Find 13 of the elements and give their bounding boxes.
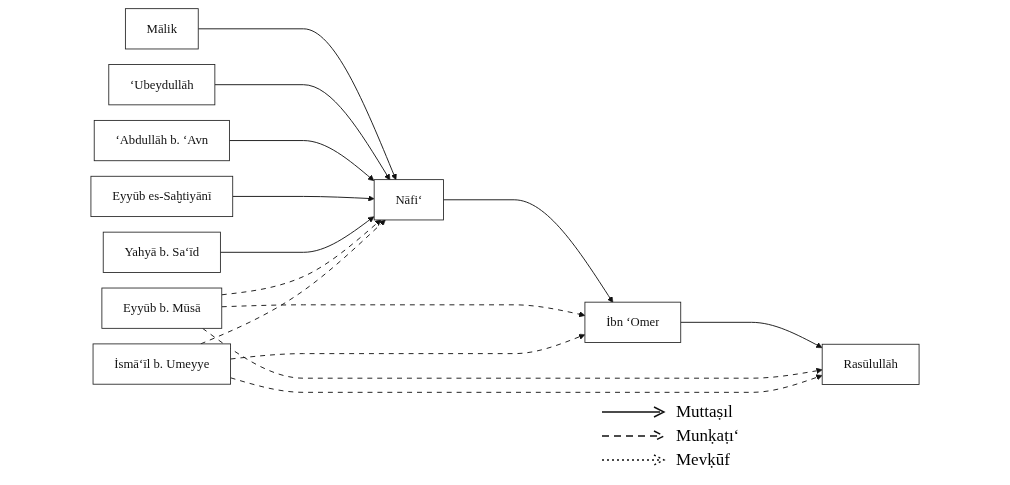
legend-label: Mevḳūf	[676, 450, 730, 470]
node-box: Mālik	[124, 7, 199, 49]
node-box: ‘Abdullāh b. ‘Avn	[93, 119, 230, 161]
node-box: Rasūlullāh	[821, 343, 920, 385]
node-box: ‘Ubeydullāh	[108, 63, 216, 105]
node-box: İbn ‘Omer	[584, 301, 682, 343]
node-box: Eyyūb es-Saḫtiyānī	[90, 175, 234, 217]
node-box: Eyyūb b. Mūsā	[101, 287, 223, 329]
node-box: Yahyā b. Sa‘īd	[102, 231, 221, 273]
legend-label: Muttaṣıl	[676, 402, 733, 422]
legend-label: Munḳaṭı‘	[676, 426, 740, 446]
node-box: Nāfi‘	[373, 178, 444, 220]
node-box: İsmā‘īl b. Umeyye	[92, 342, 231, 385]
